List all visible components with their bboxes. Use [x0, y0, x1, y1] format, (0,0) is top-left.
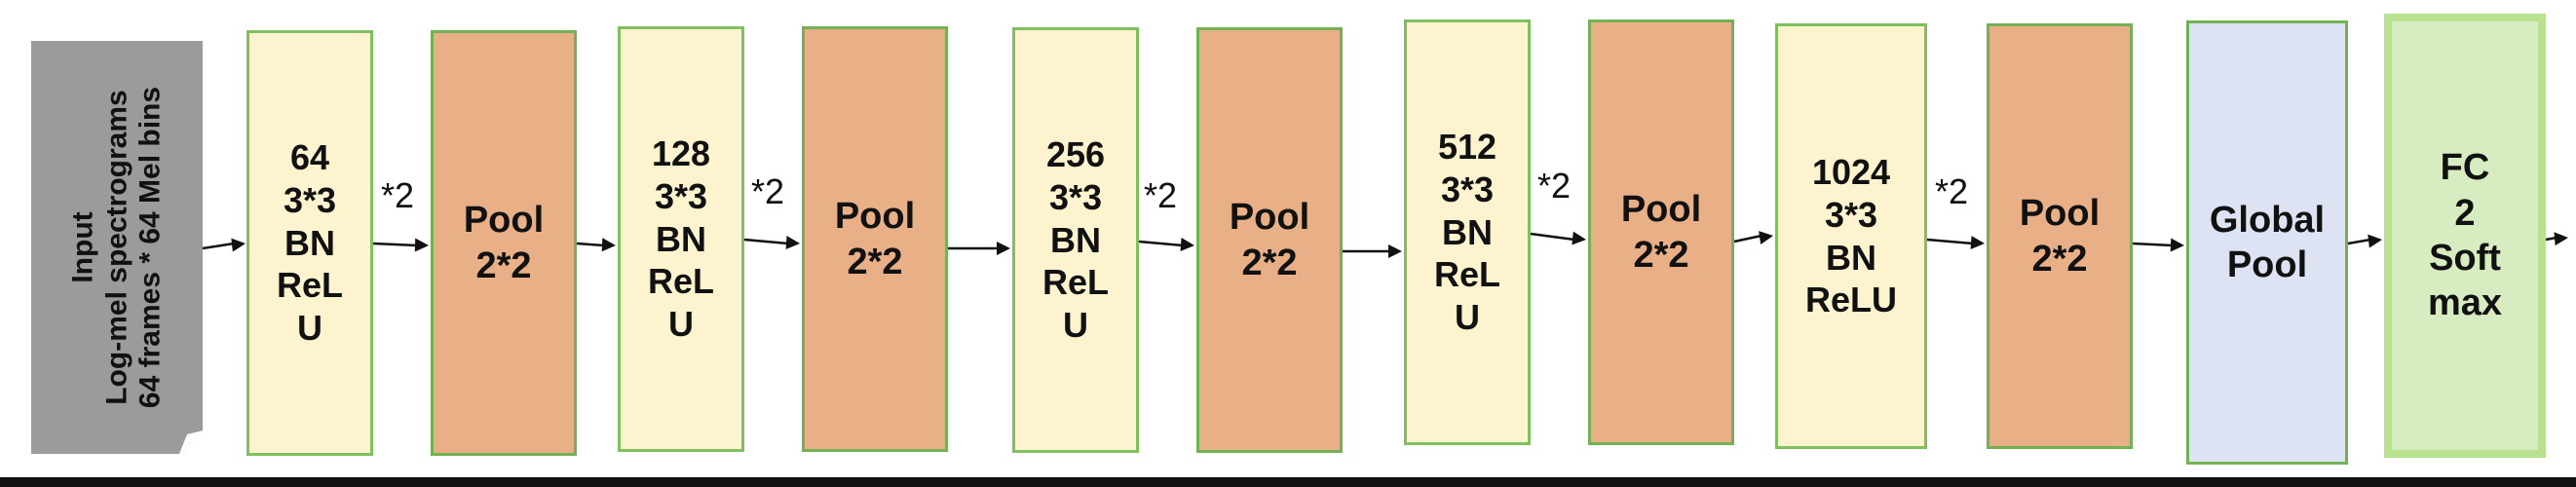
arrow-head — [2170, 238, 2184, 252]
conv1-label-line: BN — [284, 222, 335, 263]
repeat-multiplier: *2 — [751, 171, 785, 211]
conv2-label-line: 3*3 — [654, 175, 708, 216]
conv1-label-line: ReL — [276, 265, 343, 306]
conv3-label-line: ReL — [1042, 262, 1109, 303]
pool3-label-line: Pool — [1229, 197, 1310, 239]
pool4-label-line: 2*2 — [1633, 234, 1689, 276]
gpool-label-line: Global — [2209, 199, 2326, 241]
fc-label-line: max — [2427, 282, 2503, 324]
conv3-label-line: U — [1063, 305, 1088, 346]
conv3-label-line: BN — [1050, 219, 1101, 260]
conv5-label-line: 1024 — [1811, 151, 1891, 192]
conv1-label-line: 64 — [289, 136, 330, 177]
arrow-line — [576, 242, 605, 247]
conv4-label-line: 3*3 — [1440, 169, 1495, 209]
conv1-label-line: U — [297, 308, 322, 349]
pool4-label-line: Pool — [1620, 189, 1702, 231]
arrow-head — [1572, 231, 1586, 245]
pool5-label-line: 2*2 — [2031, 238, 2088, 280]
arrow-head — [1759, 231, 1773, 244]
arrow-head — [414, 238, 429, 252]
repeat-multiplier: *2 — [1935, 171, 1969, 211]
arrow-head — [785, 236, 800, 250]
conv4-label-line: U — [1455, 297, 1480, 338]
arrow-line — [1733, 234, 1762, 244]
conv1-label-line: 3*3 — [283, 179, 337, 220]
arrow-head — [2368, 234, 2382, 248]
arrow-line — [202, 242, 235, 250]
arrow-head — [231, 238, 246, 252]
conv4-label-line: 512 — [1437, 126, 1497, 167]
conv2-label-line: ReL — [647, 261, 714, 302]
arrow-line — [1530, 232, 1575, 242]
arrow-line — [1926, 238, 1974, 245]
conv2-label-line: 128 — [651, 132, 711, 173]
conv2-label-line: U — [668, 304, 694, 345]
arrow-line — [1138, 240, 1184, 247]
fc-label-line: 2 — [2454, 192, 2476, 234]
input-block: Input Log-mel spectrograms 64 frames * 6… — [31, 41, 203, 454]
arrow-line — [2347, 238, 2371, 245]
fc-label-line: FC — [2440, 147, 2490, 189]
conv5-label-line: BN — [1826, 237, 1876, 278]
bottom-border — [0, 477, 2576, 487]
fc-label-line: Soft — [2429, 238, 2501, 279]
repeat-multiplier: *2 — [1537, 166, 1572, 206]
repeat-multiplier: *2 — [381, 175, 415, 215]
pool3-label-line: 2*2 — [1241, 242, 1298, 283]
arrow-line — [372, 242, 418, 247]
input-shape — [31, 41, 203, 454]
conv3-label-line: 256 — [1045, 133, 1106, 174]
conv3-label-line: 3*3 — [1048, 176, 1103, 217]
conv5-label-line: ReLU — [1804, 280, 1897, 320]
gpool-label-line: Pool — [2226, 244, 2308, 285]
conv2-label-line: BN — [656, 218, 706, 259]
pool2-label-line: Pool — [834, 196, 916, 238]
arrow-head — [1970, 236, 1985, 250]
conv4-label-line: ReL — [1433, 254, 1500, 295]
pool2-label-line: 2*2 — [847, 241, 903, 282]
arrow-head — [997, 242, 1010, 255]
conv4-label-line: BN — [1442, 211, 1493, 252]
pool1-label-line: 2*2 — [475, 244, 532, 286]
arrow-head — [2554, 232, 2568, 246]
arrow-head — [1180, 238, 1194, 252]
pool1-label-line: Pool — [463, 200, 545, 242]
repeat-multiplier: *2 — [1144, 175, 1178, 215]
arrow-line — [2132, 242, 2174, 247]
arrow-line — [743, 238, 789, 245]
conv5-label-line: 3*3 — [1824, 194, 1878, 235]
arrow-head — [1388, 244, 1402, 258]
arrow-head — [601, 238, 616, 252]
pool5-label-line: Pool — [2019, 193, 2101, 235]
